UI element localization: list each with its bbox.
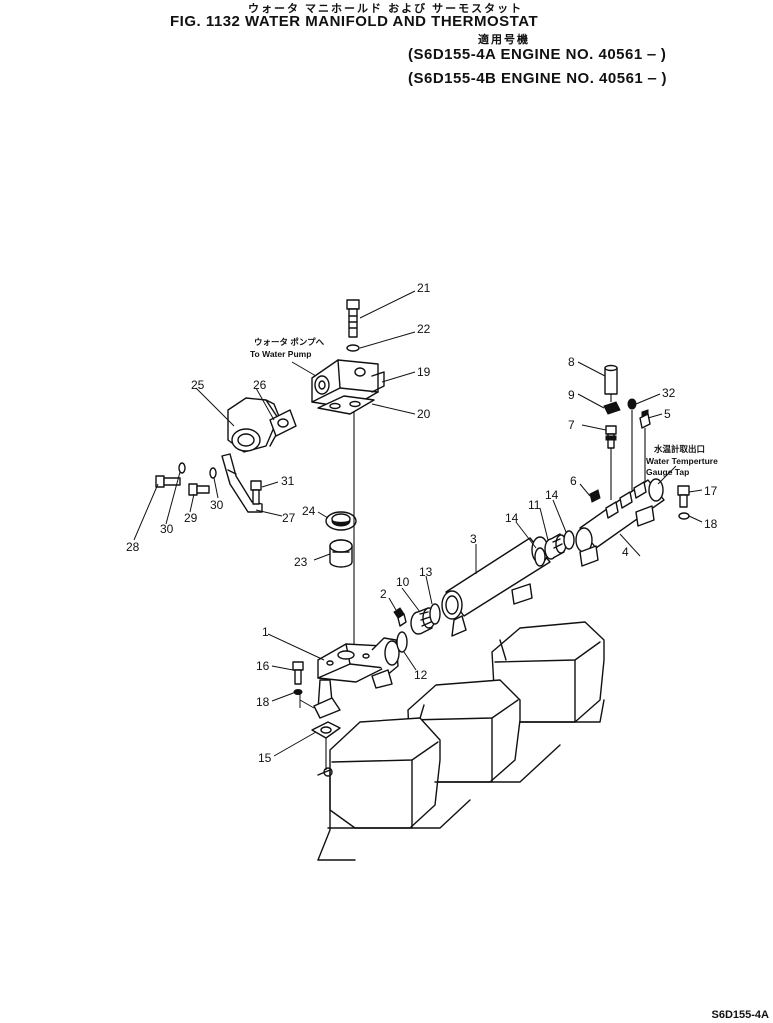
leader-lines [133, 290, 703, 757]
callout-27: 27 [282, 511, 296, 525]
callout-6: 6 [570, 474, 577, 488]
callout-numbers: 21 22 19 20 25 26 28 30 29 30 31 27 24 2… [126, 281, 718, 765]
note-gauge-tap-japanese: 水温計取出口 [653, 444, 705, 454]
part-2-plug [393, 607, 407, 627]
callout-13: 13 [419, 565, 433, 579]
part-25-water-outlet-elbow [227, 397, 283, 453]
part-8-tube [604, 364, 618, 395]
part-31-bolt [250, 480, 262, 505]
callout-25: 25 [191, 378, 205, 392]
callout-31: 31 [281, 474, 295, 488]
callout-3: 3 [470, 532, 477, 546]
callout-10: 10 [396, 575, 410, 589]
part-29-bolt [188, 483, 210, 496]
callout-30-b: 30 [210, 498, 224, 512]
callout-29: 29 [184, 511, 198, 525]
part-21-bolt [346, 299, 360, 338]
callout-12: 12 [414, 668, 428, 682]
part-7-fitting [605, 425, 617, 449]
part-1-front-water-manifold [313, 637, 400, 719]
note-water-pump: To Water Pump [250, 349, 311, 359]
part-13-o-ring [429, 603, 441, 625]
note-gauge-tap-line1: Water Temperture [646, 456, 718, 466]
callout-20: 20 [417, 407, 431, 421]
part-26-gasket [269, 409, 297, 437]
part-28-bolt [155, 475, 181, 488]
callout-23: 23 [294, 555, 308, 569]
callout-32: 32 [662, 386, 676, 400]
callout-21: 21 [417, 281, 431, 295]
callout-4: 4 [622, 545, 629, 559]
part-12-o-ring [396, 631, 408, 653]
callout-24: 24 [302, 504, 316, 518]
callout-5: 5 [664, 407, 671, 421]
callout-22: 22 [417, 322, 431, 336]
callout-26: 26 [253, 378, 267, 392]
applicable-label-japanese: 適用号機 [478, 34, 530, 46]
callout-18-b: 18 [704, 517, 718, 531]
note-gauge-tap-line2: Gauge Tap [646, 467, 689, 477]
title-japanese: ウォータ マニホールド および サーモスタット [248, 3, 524, 15]
callout-9: 9 [568, 388, 575, 402]
part-14-o-ring-2 [563, 530, 575, 550]
engine-cylinder-heads [317, 621, 605, 861]
part-17-bolt [677, 485, 690, 508]
callout-2: 2 [380, 587, 387, 601]
callout-30: 30 [160, 522, 174, 536]
callout-16: 16 [256, 659, 270, 673]
part-32-washer [627, 398, 637, 410]
part-23-thermostat [329, 539, 353, 568]
callout-15: 15 [258, 751, 272, 765]
callout-18: 18 [256, 695, 270, 709]
part-18-washer [293, 689, 303, 695]
callout-11: 11 [528, 498, 541, 512]
part-14-o-ring [534, 547, 546, 567]
part-6-plug [589, 489, 601, 503]
callout-1: 1 [262, 625, 269, 639]
callout-14: 14 [505, 511, 519, 525]
part-27-bracket [221, 453, 263, 513]
part-9-nut [603, 401, 621, 415]
engine-serial-a: (S6D155-4A ENGINE NO. 40561 ‒ ) [408, 46, 667, 63]
part-4-rear-water-manifold [575, 478, 665, 567]
drawing-code: S6D155-4A [711, 1009, 769, 1021]
part-5-plug [639, 409, 651, 429]
part-3-water-pipe [441, 536, 551, 637]
part-24-seal [325, 511, 357, 531]
engine-serial-b: (S6D155-4B ENGINE NO. 40561 ‒ ) [408, 70, 667, 87]
callout-19: 19 [417, 365, 431, 379]
part-20-gasket [317, 395, 375, 415]
part-19-thermostat-housing [311, 359, 385, 409]
part-22-washer [346, 344, 360, 352]
part-30-washer [178, 462, 186, 474]
note-water-pump-japanese: ウォータ ポンプへ [254, 337, 325, 347]
callout-7: 7 [568, 418, 575, 432]
figure-title: FIG. 1132 WATER MANIFOLD AND THERMOSTAT [170, 13, 539, 30]
part-16-bolt [292, 661, 304, 685]
part-18-washer-2 [678, 512, 690, 520]
part-30-washer-2 [209, 467, 217, 479]
callout-17: 17 [704, 484, 718, 498]
callout-8: 8 [568, 355, 575, 369]
part-15-gasket [311, 721, 341, 739]
part-11-sleeve [544, 533, 567, 560]
callout-28: 28 [126, 540, 140, 554]
callout-14-b: 14 [545, 488, 559, 502]
